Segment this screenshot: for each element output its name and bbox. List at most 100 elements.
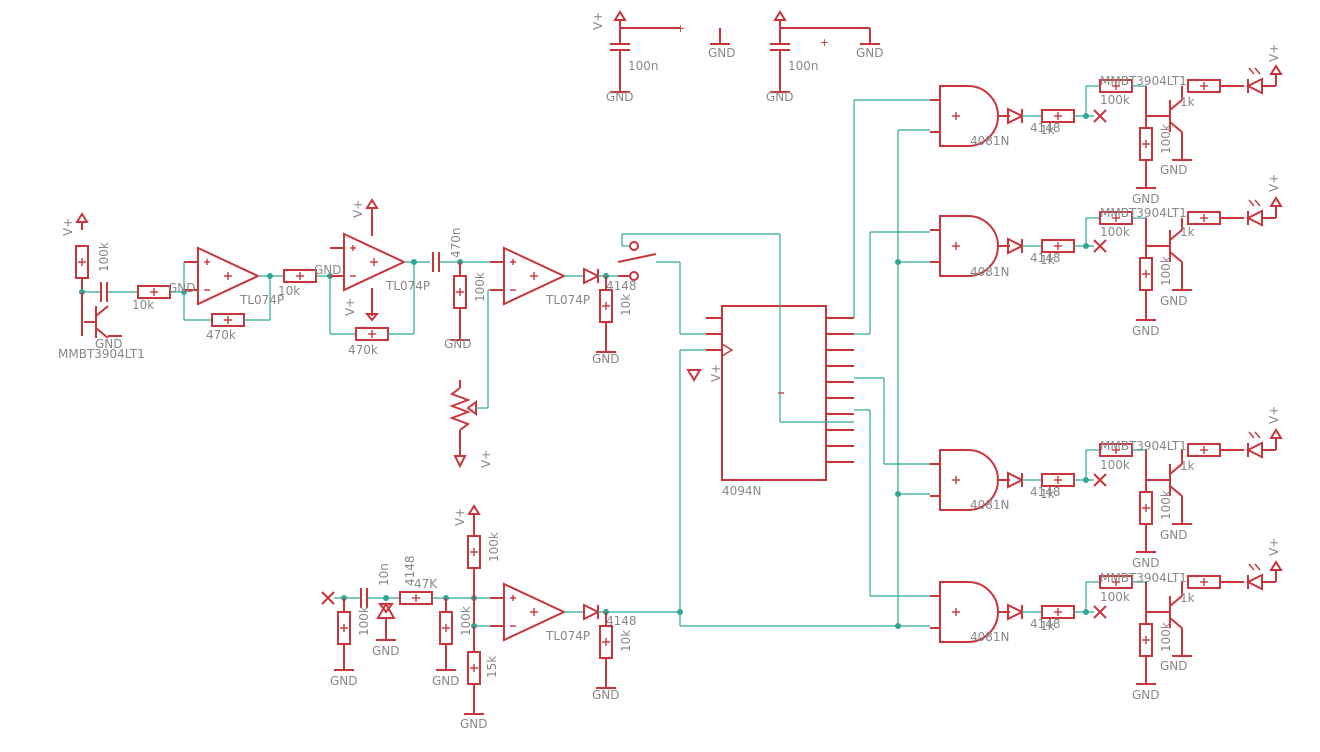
- transistor-label: MMBT3904LT1: [1100, 206, 1187, 220]
- switch: [617, 233, 780, 335]
- gate-label: 4081N: [970, 498, 1010, 512]
- vplus-label: V+: [591, 12, 605, 30]
- resistor-label: 47K: [414, 577, 438, 591]
- vplus-label: V+: [453, 508, 467, 526]
- gate-label: 4081N: [970, 134, 1010, 148]
- diode-label: 4148: [1030, 251, 1061, 265]
- diode-label: 4148: [606, 279, 637, 293]
- resistor-label: 100k: [487, 532, 501, 562]
- vplus-label: V+: [61, 218, 75, 236]
- vplus-label: V+: [1267, 406, 1281, 424]
- svg-text:+: +: [820, 36, 829, 49]
- resistor-label: 100k: [1159, 256, 1173, 286]
- gnd-label: GND: [708, 46, 736, 60]
- gnd-label: GND: [592, 688, 620, 702]
- gnd-label: GND: [460, 717, 488, 731]
- resistor-label: 10k: [619, 630, 633, 652]
- resistor-label: 1k: [1180, 225, 1195, 239]
- bias-network: 100k GND V+: [444, 262, 502, 469]
- resistor-label: 1k: [1040, 487, 1055, 501]
- output-channel-2: 4081N 4148 1k 100k MMBT3904LT1 1k 100k G…: [929, 174, 1282, 338]
- vplus-label: V+: [1267, 44, 1281, 62]
- decoupling-cap-2: 100n GND GND +: [766, 11, 884, 104]
- gnd-label: GND: [372, 644, 400, 658]
- gate-label: 4081N: [970, 630, 1010, 644]
- gnd-label: GND: [432, 674, 460, 688]
- vplus-label: V+: [1267, 174, 1281, 192]
- diode-label: 4148: [403, 555, 417, 586]
- input-stage: V+ 100k 10k GND MMBT3904LT1: [58, 213, 187, 361]
- gnd-label: GND: [444, 337, 472, 351]
- gnd-label: GND: [168, 281, 196, 295]
- gate-label: 4081N: [970, 265, 1010, 279]
- resistor-label: 15k: [485, 656, 499, 678]
- gnd-label: GND: [314, 263, 342, 277]
- resistor-label: 100k: [1159, 124, 1173, 154]
- gnd-label: GND: [330, 674, 358, 688]
- resistor-label: 10k: [132, 298, 154, 312]
- gnd-label: GND: [1160, 294, 1188, 308]
- transistor-label: MMBT3904LT1: [1100, 571, 1187, 585]
- gnd-label: GND: [766, 90, 794, 104]
- opamp-1: GND TL074P 470k 10k: [168, 247, 333, 342]
- opamp-2: GND TL074P 470k V+ V+ 470n: [314, 199, 502, 357]
- resistor-label: 1k: [1040, 123, 1055, 137]
- transistor-label: MMBT3904LT1: [1100, 74, 1187, 88]
- svg-text:+: +: [676, 22, 685, 35]
- gnd-label: GND: [1160, 528, 1188, 542]
- gnd-label: GND: [95, 337, 123, 351]
- ic-label: 4094N: [722, 484, 762, 498]
- resistor-label: 100k: [1100, 590, 1130, 604]
- vplus-label: V+: [709, 364, 723, 382]
- resistor-label: 100k: [1100, 225, 1130, 239]
- diode-label: 4148: [1030, 121, 1061, 135]
- resistor-label: 470k: [348, 343, 378, 357]
- resistor-label: 1k: [1040, 253, 1055, 267]
- resistor-label: 100k: [1159, 622, 1173, 652]
- transistor-label: MMBT3904LT1: [58, 347, 145, 361]
- opamp-label: TL074P: [239, 293, 284, 307]
- diode-label: 4148: [606, 614, 637, 628]
- resistor-label: 1k: [1180, 591, 1195, 605]
- cap-label: 470n: [449, 227, 463, 258]
- opamp-label: TL074P: [545, 629, 590, 643]
- resistor-label: 1k: [1040, 619, 1055, 633]
- decoupling-cap-1: V+ 100n GND GND +: [591, 11, 736, 104]
- resistor-label: 1k: [1180, 459, 1195, 473]
- opamp-4: TL074P 4148 10k GND: [489, 349, 930, 702]
- gnd-label: GND: [856, 46, 884, 60]
- resistor-label: 100k: [473, 272, 487, 302]
- opamp-label: TL074P: [545, 293, 590, 307]
- lower-input-stage: 100k GND 10n 4148 GND 47K 100k GND 100k …: [321, 505, 502, 731]
- resistor-label: 100k: [357, 606, 371, 636]
- opamp-label: TL074P: [385, 279, 430, 293]
- gnd-label: GND: [592, 352, 620, 366]
- resistor-label: 100k: [1100, 93, 1130, 107]
- output-channel-4: 4081N 4148 1k 100k MMBT3904LT1 1k 100k G…: [929, 538, 1282, 702]
- gnd-label: GND: [606, 90, 634, 104]
- cap-label: 10n: [377, 563, 391, 586]
- resistor-label: 100k: [1100, 458, 1130, 472]
- resistor-label: 100k: [1159, 490, 1173, 520]
- diode-label: 4148: [1030, 485, 1061, 499]
- resistor-label: 100k: [97, 242, 111, 272]
- cap-value-label: 100n: [628, 59, 659, 73]
- opamp-3: TL074P 4148 10k GND: [489, 247, 637, 366]
- resistor-label: 10k: [278, 284, 300, 298]
- output-channel-3: 4081N 4148 1k 100k MMBT3904LT1 1k 100k G…: [929, 406, 1282, 570]
- bus-wires: [853, 99, 930, 629]
- vplus-label: V+: [1267, 538, 1281, 556]
- gnd-label: GND: [1132, 688, 1160, 702]
- transistor-label: MMBT3904LT1: [1100, 439, 1187, 453]
- gnd-label: GND: [1132, 324, 1160, 338]
- resistor-label: 470k: [206, 328, 236, 342]
- vplus-label: V+: [479, 450, 493, 468]
- gnd-label: GND: [1160, 163, 1188, 177]
- diode-label: 4148: [1030, 617, 1061, 631]
- shift-register-4094: 4094N V+: [686, 234, 854, 498]
- resistor-label: 10k: [619, 294, 633, 316]
- vplus-label: V+: [343, 298, 357, 316]
- gnd-label: GND: [1132, 192, 1160, 206]
- output-channel-1: 4081N 4148 1k 100k MMBT3904LT1 1k 100k G…: [929, 44, 1282, 206]
